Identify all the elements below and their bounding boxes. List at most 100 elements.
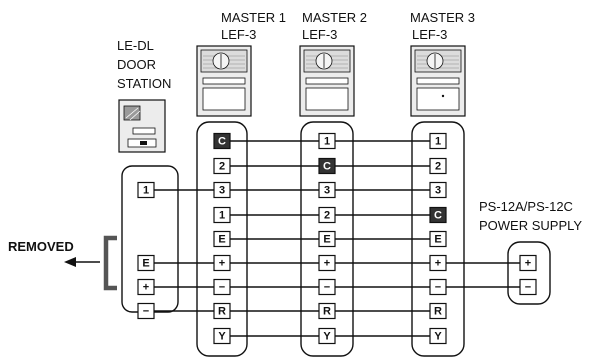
master-3-terminal-2-box bbox=[429, 157, 447, 175]
master-2-terminal-9-label: Y bbox=[323, 331, 331, 343]
master-3-terminal-9-label: Y bbox=[434, 331, 442, 343]
master-2-terminal-3-box bbox=[318, 181, 336, 199]
master-2-terminal-8-label: R bbox=[323, 306, 331, 318]
master-1-terminal-9: Y bbox=[213, 327, 231, 345]
master-1-terminal-4-label: 1 bbox=[219, 210, 225, 222]
master-2-model: LEF-3 bbox=[302, 27, 337, 42]
master-2-terminal-8: R bbox=[318, 302, 336, 320]
master-2-terminal-1-box bbox=[318, 132, 336, 150]
master-3-terminal-2: 2 bbox=[429, 157, 447, 175]
master-3-terminal-7-box bbox=[429, 278, 447, 296]
door-terminal-8-label: − bbox=[143, 306, 149, 318]
master-3-terminal-8: R bbox=[429, 302, 447, 320]
master-2-terminal-9-box bbox=[318, 327, 336, 345]
master-1-terminal-1: C bbox=[213, 132, 231, 150]
master-3-terminal-7: − bbox=[429, 278, 447, 296]
master-2-terminal-5-box bbox=[318, 230, 336, 248]
master-1-terminal-3: 3 bbox=[213, 181, 231, 199]
master-3-terminal-3-box bbox=[429, 181, 447, 199]
master-1-terminal-3-box bbox=[213, 181, 231, 199]
master-3-model: LEF-3 bbox=[412, 27, 447, 42]
master-3-terminal-9-box bbox=[429, 327, 447, 345]
master-1-terminal-2-label: 2 bbox=[219, 161, 225, 173]
master-2-terminal-1: 1 bbox=[318, 132, 336, 150]
master-1-model: LEF-3 bbox=[221, 27, 256, 42]
door-terminal-7-label: + bbox=[143, 282, 149, 294]
master-2-terminal-3-label: 3 bbox=[324, 185, 330, 197]
master-2-terminal-4-box bbox=[318, 206, 336, 224]
master-1-terminal-3-label: 3 bbox=[219, 185, 225, 197]
door-station-label-line-3: STATION bbox=[117, 76, 171, 91]
master-1-terminal-8-label: R bbox=[218, 306, 226, 318]
master-2-title: MASTER 2 bbox=[302, 10, 367, 25]
master-2-unit-icon bbox=[299, 45, 355, 117]
master-3-terminal-5: E bbox=[429, 230, 447, 248]
removed-jumper-group: REMOVED bbox=[8, 235, 117, 291]
master-1-terminal-6-box bbox=[213, 254, 231, 272]
master-3-terminal-6-label: + bbox=[435, 258, 441, 270]
master-3-terminal-4-box bbox=[429, 206, 447, 224]
master-2-terminal-5-label: E bbox=[323, 234, 330, 246]
master-1-terminal-8: R bbox=[213, 302, 231, 320]
master-1-terminal-8-box bbox=[213, 302, 231, 320]
door-terminal-3: 1 bbox=[137, 181, 155, 199]
ps-terminal-7-label: − bbox=[525, 282, 531, 294]
door-terminal-3-label: 1 bbox=[143, 185, 149, 197]
master-1-terminal-5-box bbox=[213, 230, 231, 248]
master-2-terminal-5: E bbox=[318, 230, 336, 248]
master-1-terminal-2: 2 bbox=[213, 157, 231, 175]
wires bbox=[154, 140, 520, 337]
ps-terminal-7-box bbox=[519, 278, 537, 296]
master-2-terminal-3: 3 bbox=[318, 181, 336, 199]
master-2: MASTER 2 LEF-3 bbox=[299, 10, 367, 357]
master-3-terminal-5-label: E bbox=[434, 234, 441, 246]
master-3-terminal-6-box bbox=[429, 254, 447, 272]
ps-terminal-6: + bbox=[519, 254, 537, 272]
master-1-title: MASTER 1 bbox=[221, 10, 286, 25]
master-1-terminal-7: − bbox=[213, 278, 231, 296]
master-3-terminal-5-box bbox=[429, 230, 447, 248]
master-3: MASTER 3 LEF-3 bbox=[410, 10, 475, 357]
master-3-title: MASTER 3 bbox=[410, 10, 475, 25]
door-station-label-line-1: LE-DL bbox=[117, 38, 154, 53]
master-2-terminal-9: Y bbox=[318, 327, 336, 345]
master-2-terminal-1-label: 1 bbox=[324, 136, 330, 148]
master-2-terminal-6-label: + bbox=[324, 258, 330, 270]
master-2-terminal-4: 2 bbox=[318, 206, 336, 224]
door-terminal-8-box bbox=[137, 302, 155, 320]
master-1: MASTER 1 LEF-3 bbox=[196, 10, 286, 357]
master-3-terminal-8-label: R bbox=[434, 306, 442, 318]
master-3-terminal-6: + bbox=[429, 254, 447, 272]
door-terminal-7: + bbox=[137, 278, 155, 296]
master-3-terminal-1-box bbox=[429, 132, 447, 150]
power-supply-label-line-2: POWER SUPPLY bbox=[479, 218, 582, 233]
master-3-terminal-4-label: C bbox=[434, 210, 442, 222]
master-3-terminal-1: 1 bbox=[429, 132, 447, 150]
master-3-terminal-3: 3 bbox=[429, 181, 447, 199]
power-supply: PS-12A/PS-12C POWER SUPPLY bbox=[479, 199, 582, 305]
master-2-terminal-7-label: − bbox=[324, 282, 330, 294]
removed-jumper bbox=[103, 235, 117, 291]
master-1-terminal-7-box bbox=[213, 278, 231, 296]
master-1-terminal-5-label: E bbox=[218, 234, 225, 246]
master-3-terminal-1-label: 1 bbox=[435, 136, 441, 148]
door-terminal-6-box bbox=[137, 254, 155, 272]
master-1-terminal-9-box bbox=[213, 327, 231, 345]
power-supply-label-line-1: PS-12A/PS-12C bbox=[479, 199, 573, 214]
master-1-unit-icon bbox=[196, 45, 252, 117]
master-1-terminal-7-label: − bbox=[219, 282, 225, 294]
master-2-terminal-7: − bbox=[318, 278, 336, 296]
door-station: LE-DL DOOR STATION bbox=[117, 38, 179, 313]
power-supply-terminal-box bbox=[507, 241, 551, 305]
master-3-terminal-8-box bbox=[429, 302, 447, 320]
master-1-terminal-6: + bbox=[213, 254, 231, 272]
door-station-unit-icon bbox=[118, 99, 166, 153]
ps-terminal-6-box bbox=[519, 254, 537, 272]
master-2-terminal-7-box bbox=[318, 278, 336, 296]
door-station-label-line-2: DOOR bbox=[117, 57, 156, 72]
master-3-unit-icon bbox=[410, 45, 466, 117]
master-2-terminal-6: + bbox=[318, 254, 336, 272]
door-terminal-6: E bbox=[137, 254, 155, 272]
ps-terminal-7: − bbox=[519, 278, 537, 296]
